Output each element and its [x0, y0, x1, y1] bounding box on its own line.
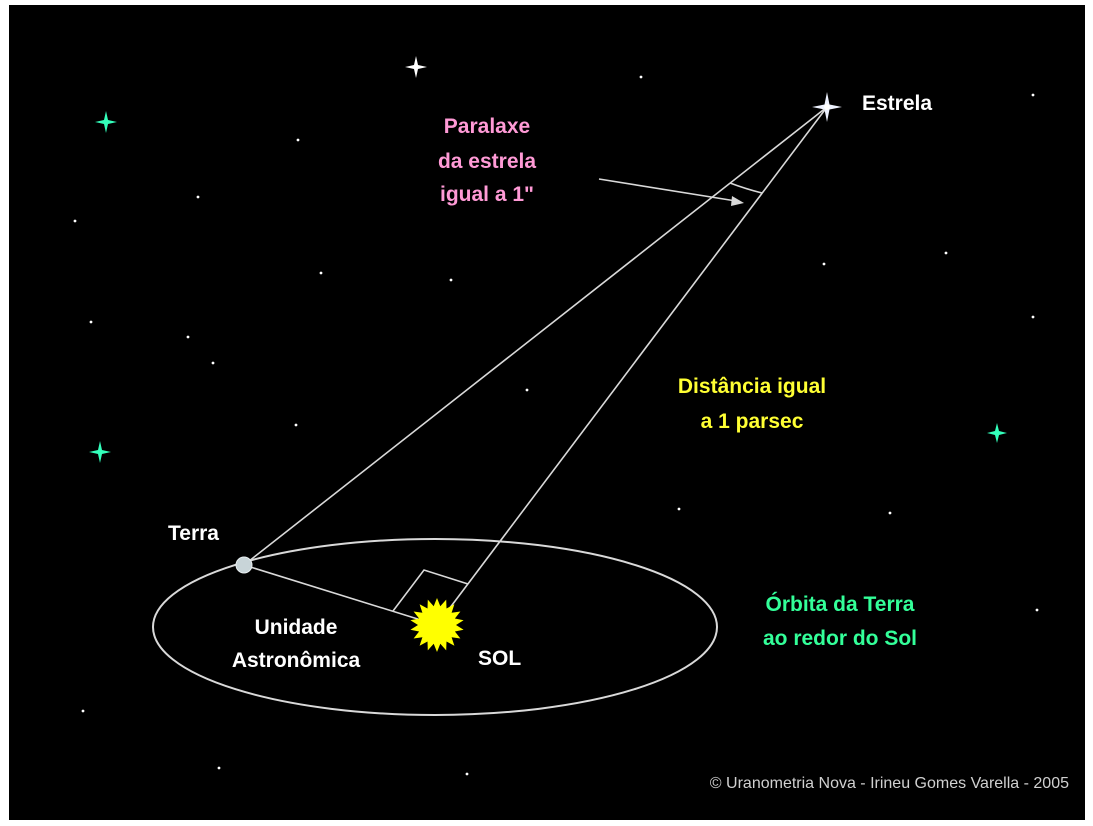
dot-star [81, 709, 85, 713]
sparkle-star-green [95, 111, 117, 133]
dot-star [217, 766, 221, 770]
earth-to-sun-line [243, 564, 438, 626]
dot-star [822, 262, 826, 266]
earth-orbit-ellipse [152, 538, 718, 716]
sparkle-star-white [405, 56, 427, 78]
dot-star [449, 278, 453, 282]
dot-star [186, 335, 190, 339]
au-label-line2: Astronômica [232, 649, 361, 672]
parallax-pointer-arrowhead [731, 196, 744, 206]
dot-star [944, 251, 948, 255]
diagram-frame [9, 5, 1085, 820]
dot-star [294, 423, 298, 427]
au-label-line1: Unidade [255, 616, 338, 639]
dot-star [319, 271, 323, 275]
sun-to-star-line [436, 106, 828, 626]
sparkle-star-green [89, 441, 111, 463]
orbit-label-line1: Órbita da Terra [766, 592, 915, 616]
star-label: Estrela [862, 92, 932, 115]
parallax-angle-arc [729, 182, 763, 194]
credit-text: © Uranometria Nova - Irineu Gomes Varell… [710, 775, 1069, 792]
dot-star [89, 320, 93, 324]
sparkle-star-green [987, 423, 1007, 443]
dot-star [73, 219, 77, 223]
distance-label-line2: a 1 parsec [701, 410, 804, 433]
right-angle-marker [392, 569, 469, 612]
dot-star [1031, 93, 1035, 97]
sun-label: SOL [478, 647, 521, 670]
dot-star [465, 772, 469, 776]
parallax-pointer-line [598, 178, 737, 202]
target-star-icon [812, 92, 842, 122]
earth-label: Terra [168, 522, 219, 545]
dot-star [296, 138, 300, 142]
earth-to-star-line [243, 106, 828, 566]
background-stars [73, 75, 1039, 776]
orbit-label-line2: ao redor do Sol [763, 627, 917, 650]
dot-star [1031, 315, 1035, 319]
dot-star [888, 511, 892, 515]
distance-label: Distância igual a 1 parsec [678, 375, 826, 433]
parallax-label-line3: igual a 1" [440, 183, 534, 206]
dot-star [639, 75, 643, 79]
dot-star [677, 507, 681, 511]
au-label: Unidade Astronômica [232, 616, 361, 672]
distance-label-line1: Distância igual [678, 375, 826, 398]
earth-icon [235, 556, 253, 574]
dot-star [211, 361, 215, 365]
dot-star [1035, 608, 1039, 612]
dot-star [525, 388, 529, 392]
sun-icon [410, 598, 464, 652]
orbit-label: Órbita da Terra ao redor do Sol [763, 592, 917, 650]
parallax-label: Paralaxe da estrela igual a 1" [438, 115, 536, 206]
dot-star [196, 195, 200, 199]
parallax-label-line2: da estrela [438, 150, 536, 173]
parallax-label-line1: Paralaxe [444, 115, 530, 138]
